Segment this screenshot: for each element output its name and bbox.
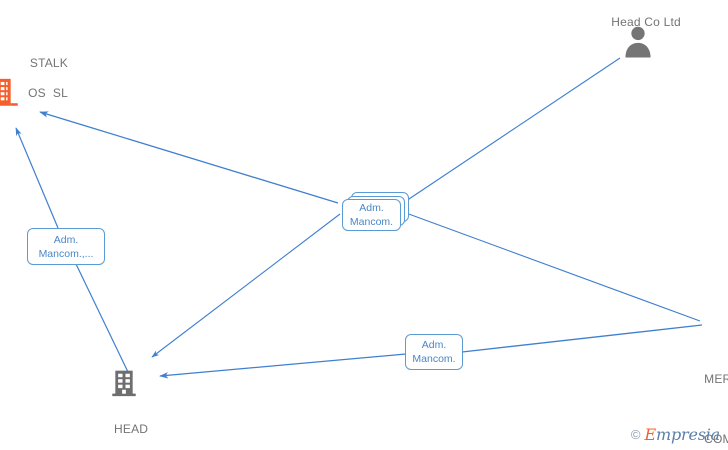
copyright-symbol: © [630,427,641,442]
node-label-head-solutions-line1: HEAD [114,422,149,436]
relation-box-bottom-line2: Mancom. [412,353,456,365]
edge-center-to-headsolutions [151,213,341,358]
node-label-mer-com-line2: COM [704,432,728,446]
company-building-icon-head-solutions[interactable] [108,367,140,401]
edge-mercom-to-center [405,212,701,322]
relation-box-center-line2: Mancom. [349,216,394,228]
node-label-head-co-ltd-line1: Head Co Ltd [611,15,681,29]
brand-name-rest: mpresia [656,425,720,444]
edge-leftrel-to-stalk [15,127,59,229]
node-label-head-solutions: HEAD SOLUTIONS SL [64,407,184,450]
node-label-stalk-line1: STALK [29,56,68,70]
person-icon-head-co-ltd[interactable] [622,24,654,58]
node-label-head-co-ltd: Head Co Ltd [579,0,699,45]
brand-name: Empresia [644,425,721,444]
relation-box-center-line1: Adm. [359,202,384,214]
node-label-stalk: STALK OS SL [0,41,68,116]
node-label-mer-com-line1: MER [704,372,728,386]
edge-bottomrel-to-mercom [461,324,703,353]
edge-bottomrel-to-headsolutions [159,353,407,379]
edge-center-to-stalk [39,111,339,204]
relation-box-center[interactable]: Adm. Mancom. [342,199,401,231]
company-building-icon-stalk[interactable] [0,76,22,110]
edge-center-to-headco [405,57,621,202]
relation-box-bottom[interactable]: Adm. Mancom. [405,334,463,370]
empresia-watermark: © Empresia [631,425,720,444]
relation-box-left-line1: Adm. [53,233,79,246]
node-label-stalk-line2: OS SL [28,86,68,100]
relation-box-bottom-line1: Adm. [421,339,447,351]
brand-name-capital: E [644,425,657,444]
relation-box-left[interactable]: Adm. Mancom.,... [27,228,105,265]
edge-headsolutions-to-leftrel [75,263,129,373]
node-label-mer-com: MER COM [690,357,728,450]
relation-box-left-line2: Mancom.,... [38,247,94,260]
